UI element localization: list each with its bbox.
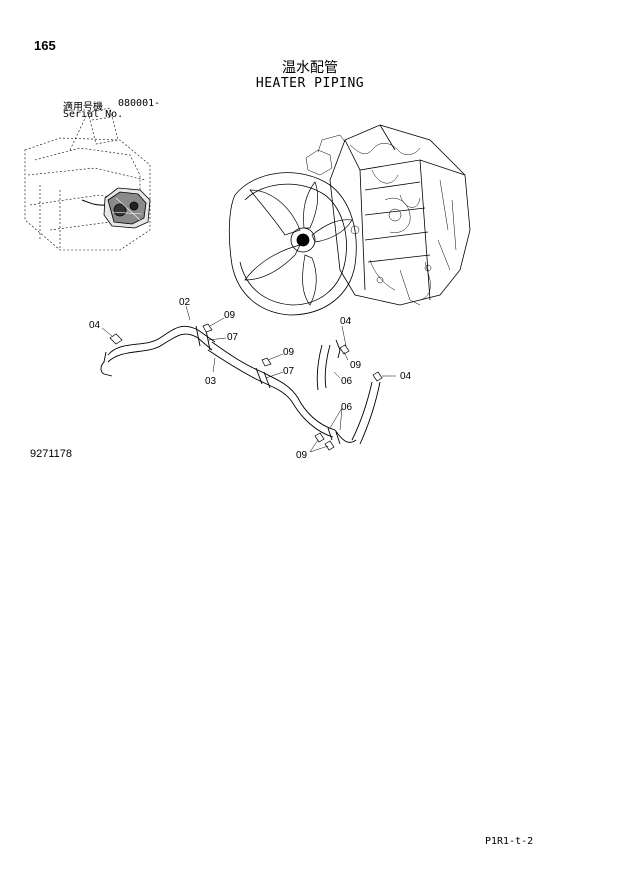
engine-block <box>329 124 471 306</box>
drawing-number: 9271178 <box>30 448 73 460</box>
clamp-06 <box>327 427 341 445</box>
page-number: 165 <box>34 38 56 53</box>
bolts <box>109 323 383 451</box>
callout-09-right: 09 <box>350 360 362 371</box>
engine-assembly <box>228 124 471 316</box>
callout-07-lower: 07 <box>283 366 295 377</box>
callout-04-left: 04 <box>89 320 101 331</box>
hose-right-lower <box>351 381 381 445</box>
callout-03: 03 <box>205 376 217 387</box>
callout-04-right: 04 <box>400 371 412 382</box>
machine-location-thumbnail <box>24 107 151 251</box>
title-japanese: 温水配管 <box>282 59 338 75</box>
callout-04-upper: 04 <box>340 316 352 327</box>
clamp-07b <box>255 367 271 389</box>
fan-hub <box>290 227 316 253</box>
hose-02 <box>107 325 216 356</box>
thumbnail-engine <box>81 187 151 229</box>
hose-right-upper <box>316 344 331 391</box>
serial-label-japanese: 適用号機 <box>63 102 103 113</box>
callout-07-upper: 07 <box>227 332 239 343</box>
callout-09-upper: 09 <box>224 310 236 321</box>
callout-06-lower: 06 <box>341 402 353 413</box>
serial-label-english: Serial No. <box>63 109 124 120</box>
leader-lines <box>101 305 396 453</box>
fan-shroud <box>228 172 357 316</box>
callout-02: 02 <box>179 297 191 308</box>
heater-hoses <box>100 325 381 445</box>
hose-03 <box>211 341 336 431</box>
callout-06-upper: 06 <box>341 376 353 387</box>
title-english: HEATER PIPING <box>255 76 365 91</box>
page-code: P1R1-t-2 <box>485 836 534 847</box>
fan-blades <box>244 181 353 306</box>
callout-09-lower: 09 <box>296 450 308 461</box>
callout-09-middle: 09 <box>283 347 295 358</box>
serial-value: 080001- <box>118 98 161 109</box>
